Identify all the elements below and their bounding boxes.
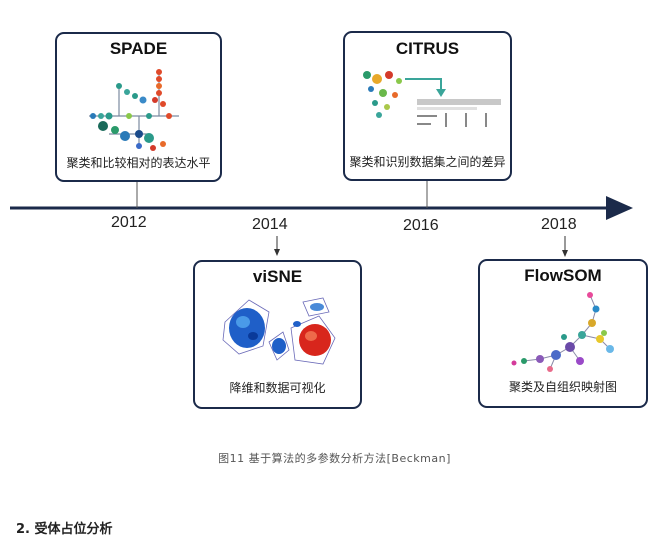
card-caption-spade: 聚类和比较相对的表达水平 (66, 156, 211, 170)
card-title-visne: viSNE (252, 267, 303, 286)
spade-tree-graphic (89, 69, 179, 151)
card-spade: SPADE (55, 32, 222, 182)
year-2014: 2014 (252, 216, 288, 233)
year-2012: 2012 (111, 214, 147, 231)
flowsom-tree-graphic (511, 292, 614, 372)
card-flowsom: FlowSOM 聚类及自组织映射图 (478, 259, 648, 408)
card-caption-citrus: 聚类和识别数据集之间的差异 (349, 155, 506, 169)
card-citrus: CITRUS 聚类和识别数据集之间的差异 (343, 31, 512, 181)
card-visne: viSNE 降维和数据可视化 (193, 260, 362, 409)
year-2018: 2018 (541, 216, 577, 233)
visne-map-graphic (222, 297, 336, 365)
section-heading: 2. 受体占位分析 (16, 522, 113, 537)
card-title-flowsom: FlowSOM (524, 266, 602, 285)
figure-caption: 图11 基于算法的多参数分析方法[Beckman] (218, 452, 451, 465)
card-title-citrus: CITRUS (395, 39, 460, 58)
card-caption-visne: 降维和数据可视化 (229, 381, 326, 395)
card-title-spade: SPADE (109, 39, 168, 58)
citrus-cluster-graphic (363, 71, 501, 127)
year-2016: 2016 (403, 217, 439, 234)
card-caption-flowsom: 聚类及自组织映射图 (508, 380, 617, 394)
